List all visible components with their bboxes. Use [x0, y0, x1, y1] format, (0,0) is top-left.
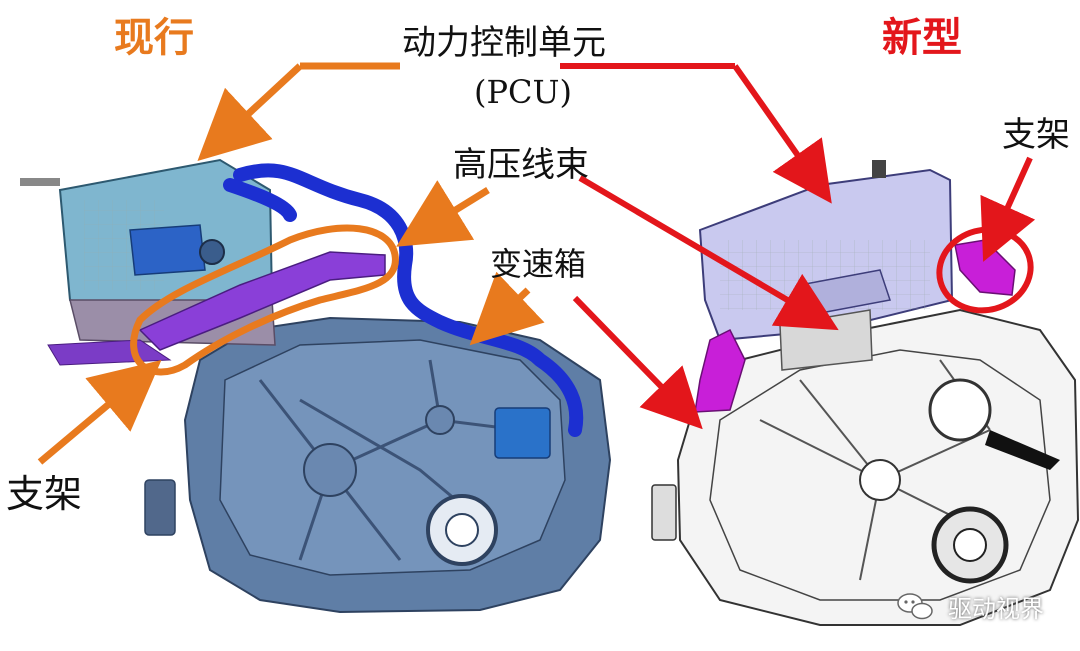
new-bracket — [694, 239, 1016, 413]
new-title: 新型 — [882, 14, 962, 61]
gearbox-label: 变速箱 — [490, 245, 587, 283]
wechat-icon — [897, 593, 933, 620]
new-transmission — [651, 308, 1080, 626]
bracket-right-label: 支架 — [1002, 115, 1070, 155]
current-title: 现行 — [114, 14, 194, 61]
current-bracket-highlight — [130, 224, 399, 376]
harness-label: 高压线束 — [453, 145, 589, 185]
current-transmission — [144, 316, 612, 614]
watermark-text: 驱动视界 — [948, 595, 1044, 623]
pcu-label: 动力控制单元 — [402, 23, 606, 63]
new-arrows — [560, 63, 1036, 430]
current-arrows — [37, 62, 545, 465]
pcu-abbrev-label: (PCU) — [474, 73, 572, 111]
bracket-left-label: 支架 — [6, 472, 83, 516]
current-harness — [223, 163, 584, 437]
